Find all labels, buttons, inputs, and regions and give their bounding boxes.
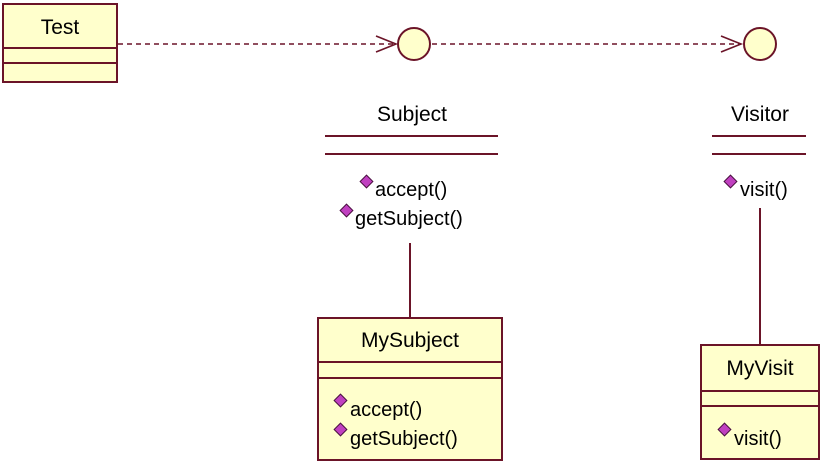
subject-interface[interactable]: Subject accept() getSubject(): [325, 27, 498, 230]
visitor-interface[interactable]: Visitor visit(): [712, 27, 806, 201]
test-class-name: Test: [41, 16, 80, 39]
myvisit-class-name: MyVisit: [726, 357, 793, 380]
mysubject-operation-accept[interactable]: accept(): [333, 393, 422, 421]
mysubject-class[interactable]: MySubject accept() getSubject(): [317, 317, 503, 461]
public-operation-icon: [333, 393, 348, 408]
visitor-interface-name: Visitor: [731, 103, 789, 126]
mysubject-class-name: MySubject: [361, 329, 459, 352]
visitor-operation-visit[interactable]: visit(): [723, 174, 788, 201]
public-operation-icon: [333, 422, 348, 437]
subject-interface-name: Subject: [377, 103, 447, 126]
public-operation-icon: [717, 422, 732, 437]
operation-label: visit(): [740, 179, 788, 201]
test-class-box: [2, 3, 118, 83]
operation-label: visit(): [734, 428, 782, 450]
interface-circle-icon: [397, 27, 431, 61]
operation-label: getSubject(): [350, 428, 458, 450]
operation-label: getSubject(): [355, 208, 463, 230]
subject-operation-getsubject[interactable]: getSubject(): [339, 203, 463, 230]
dependency-subject-to-visitor[interactable]: [432, 35, 744, 53]
subject-operation-accept[interactable]: accept(): [359, 174, 447, 201]
mysubject-operation-getsubject[interactable]: getSubject(): [333, 422, 458, 450]
myvisit-class[interactable]: MyVisit visit(): [700, 344, 820, 460]
public-operation-icon: [339, 203, 354, 218]
mysubject-class-box: [317, 317, 503, 461]
interface-circle-icon: [743, 27, 777, 61]
myvisit-class-box: [700, 344, 820, 460]
public-operation-icon: [723, 174, 738, 189]
open-arrowhead-icon: [720, 35, 744, 53]
public-operation-icon: [359, 174, 374, 189]
operation-label: accept(): [350, 399, 422, 421]
myvisit-operation-visit[interactable]: visit(): [717, 422, 782, 450]
test-class[interactable]: Test: [2, 3, 118, 83]
dependency-test-to-subject[interactable]: [118, 35, 399, 53]
open-arrowhead-icon: [375, 35, 399, 53]
operation-label: accept(): [375, 179, 447, 201]
